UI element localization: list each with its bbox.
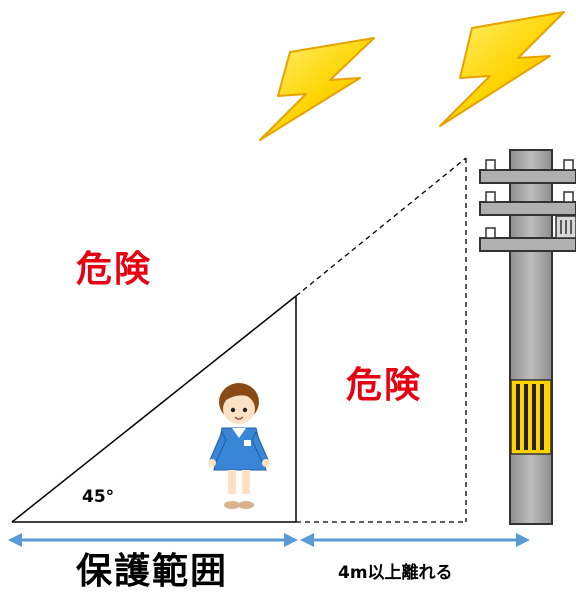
danger-label-outer: 危険	[76, 249, 153, 290]
child-figure	[208, 383, 270, 509]
angle-label: 45°	[82, 487, 115, 507]
distance-label: 4m以上離れる	[338, 563, 453, 583]
protection-triangle	[11, 295, 297, 523]
danger-label-inner: 危険	[346, 365, 423, 406]
lightning-bolt-icon	[439, 11, 565, 127]
utility-pole	[479, 149, 576, 525]
lightning-bolt-icon	[259, 37, 375, 141]
range-arrow	[8, 533, 298, 547]
protection-range-label: 保護範囲	[76, 551, 229, 592]
dashed-extension	[295, 157, 467, 523]
distance-arrow	[300, 533, 530, 547]
